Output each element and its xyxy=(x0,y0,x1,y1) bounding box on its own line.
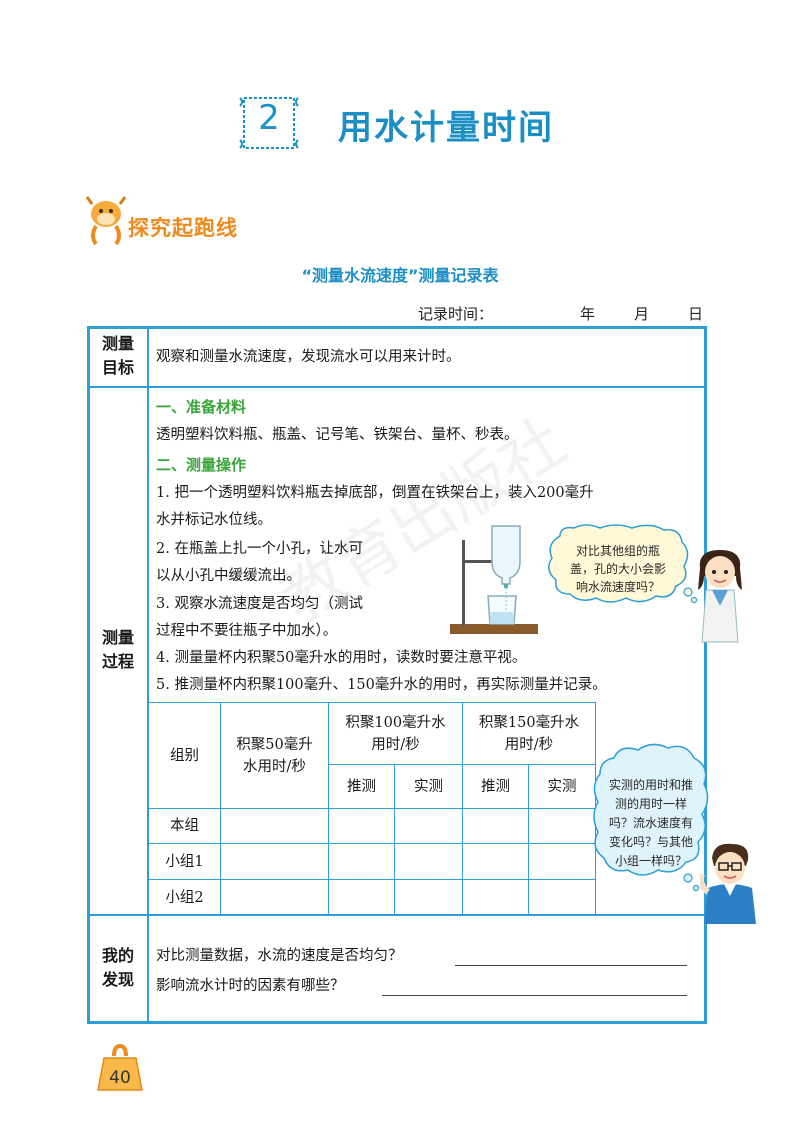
data-cell[interactable] xyxy=(528,843,596,880)
discovery-label: 我的 发现 xyxy=(89,944,147,992)
record-time-label: 记录时间： xyxy=(418,305,494,323)
subheader-estimate-100: 推测 xyxy=(328,764,395,809)
girl-thought-bubble xyxy=(548,524,698,604)
data-cell[interactable] xyxy=(394,808,463,844)
data-cell[interactable] xyxy=(528,879,596,916)
boy-bubble-line3: 吗？流水速度有 xyxy=(608,816,693,830)
table-row: 小组2 xyxy=(148,879,596,916)
data-cell[interactable] xyxy=(462,879,529,916)
table-row: 小组1 xyxy=(148,843,596,880)
operation-heading: 二、测量操作 xyxy=(156,456,247,474)
record-sheet-frame xyxy=(87,326,707,1024)
mascot-cow-icon xyxy=(85,196,127,246)
header-50ml: 积聚50毫升 水用时/秒 xyxy=(220,702,329,809)
header-100ml: 积聚100毫升水 用时/秒 xyxy=(328,702,463,765)
goal-text: 观察和测量水流速度，发现流水可以用来计时。 xyxy=(156,349,461,365)
discovery-label-line1: 我的 xyxy=(101,946,134,965)
data-cell[interactable] xyxy=(462,843,529,880)
discovery-question-1: 对比测量数据，水流的速度是否均匀？ xyxy=(156,948,403,964)
data-cell[interactable] xyxy=(462,808,529,844)
girl-bubble-line3: 响水流速度吗？ xyxy=(575,580,660,594)
header-100ml-line1: 积聚100毫升水 xyxy=(345,714,446,731)
lesson-number: 2 xyxy=(258,98,280,138)
step-5: 5. 推测量杯内积聚100毫升、150毫升水的用时，再实际测量并记录。 xyxy=(156,677,607,693)
step-3-line2: 过程中不要往瓶子中加水）。 xyxy=(156,623,338,639)
data-cell[interactable] xyxy=(328,879,395,916)
step-2-line1: 2. 在瓶盖上扎一个小孔，让水可 xyxy=(156,541,363,557)
header-group-text: 组别 xyxy=(170,747,199,764)
lesson-title: 用水计量时间 xyxy=(338,108,554,148)
step-1-line2: 水并标记水位线。 xyxy=(156,512,272,528)
discovery-question-2: 影响流水计时的因素有哪些？ xyxy=(156,978,345,994)
discovery-label-line2: 发现 xyxy=(101,970,134,989)
goal-label-line1: 测量 xyxy=(101,334,134,353)
data-cell[interactable] xyxy=(220,879,329,916)
data-cell[interactable] xyxy=(328,808,395,844)
materials-heading: 一、准备材料 xyxy=(156,398,247,416)
header-50ml-line1: 积聚50毫升 xyxy=(236,736,313,753)
header-150ml-line1: 积聚150毫升水 xyxy=(478,714,580,731)
section-label: 探究起跑线 xyxy=(128,216,238,240)
data-cell[interactable] xyxy=(328,843,395,880)
record-time-month: 月 xyxy=(634,305,650,323)
process-label-line1: 测量 xyxy=(101,628,134,647)
boy-bubble-line2: 测的用时一样 xyxy=(614,797,687,811)
answer-line-1[interactable] xyxy=(455,965,687,966)
row-label: 本组 xyxy=(148,808,221,844)
girl-bubble-line2: 盖，孔的大小会影 xyxy=(569,562,666,576)
data-cell[interactable] xyxy=(220,808,329,844)
data-cell[interactable] xyxy=(394,843,463,880)
goal-label-line2: 目标 xyxy=(101,358,134,377)
subheader-estimate-150: 推测 xyxy=(462,764,529,809)
record-time-day: 日 xyxy=(688,305,704,323)
iron-stand-apparatus-illustration xyxy=(450,525,538,634)
header-100ml-line2: 用时/秒 xyxy=(371,736,420,753)
data-cell[interactable] xyxy=(528,808,596,844)
page-number-weight-icon xyxy=(97,1043,143,1091)
boy-character-illustration xyxy=(700,843,756,924)
table-row: 本组 xyxy=(148,808,596,844)
girl-character-illustration xyxy=(698,550,742,643)
row-label: 小组2 xyxy=(148,879,221,916)
answer-line-2[interactable] xyxy=(382,995,687,996)
step-2-line2: 以从小孔中缓缓流出。 xyxy=(156,568,301,584)
process-label: 测量 过程 xyxy=(89,626,147,674)
goal-row-divider xyxy=(87,386,707,388)
header-50ml-line2: 水用时/秒 xyxy=(243,758,306,775)
step-4: 4. 测量量杯内积聚50毫升水的用时，读数时要注意平视。 xyxy=(156,650,527,666)
lesson-number-frame xyxy=(239,97,299,149)
boy-bubble-line5: 小组一样吗？ xyxy=(614,854,687,868)
subheader-actual-100: 实测 xyxy=(394,764,463,809)
girl-bubble-line1: 对比其他组的瓶 xyxy=(575,544,660,558)
girl-bubble-text: 对比其他组的瓶 盖，孔的大小会影 响水流速度吗？ xyxy=(550,542,686,596)
record-time-year: 年 xyxy=(580,305,596,323)
boy-bubble-line1: 实测的用时和推 xyxy=(608,778,693,792)
label-column-divider xyxy=(147,326,149,1024)
boy-bubble-text: 实测的用时和推 测的用时一样 吗？流水速度有 变化吗？与其他 小组一样吗？ xyxy=(598,776,704,871)
header-150ml: 积聚150毫升水 用时/秒 xyxy=(462,702,596,765)
header-group: 组别 xyxy=(148,702,221,809)
step-3-line1: 3. 观察水流速度是否均匀（测试 xyxy=(156,596,363,612)
materials-text: 透明塑料饮料瓶、瓶盖、记号笔、铁架台、量杯、秒表。 xyxy=(156,427,519,443)
step-1-line1: 1. 把一个透明塑料饮料瓶去掉底部，倒置在铁架台上，装入200毫升 xyxy=(156,485,594,501)
data-cell[interactable] xyxy=(220,843,329,880)
page-number: 40 xyxy=(109,1068,131,1088)
data-cell[interactable] xyxy=(394,879,463,916)
measurement-data-table: 组别 积聚50毫升 水用时/秒 积聚100毫升水 用时/秒 积聚150毫升水 用… xyxy=(148,702,596,916)
subheader-actual-150: 实测 xyxy=(528,764,596,809)
header-150ml-line2: 用时/秒 xyxy=(504,736,554,753)
row-label: 小组1 xyxy=(148,843,221,880)
table-caption: “测量水流速度”测量记录表 xyxy=(301,266,499,285)
boy-thought-bubble xyxy=(593,743,709,892)
process-label-line2: 过程 xyxy=(101,652,134,671)
boy-bubble-line4: 变化吗？与其他 xyxy=(608,835,693,849)
goal-label: 测量 目标 xyxy=(89,332,147,380)
